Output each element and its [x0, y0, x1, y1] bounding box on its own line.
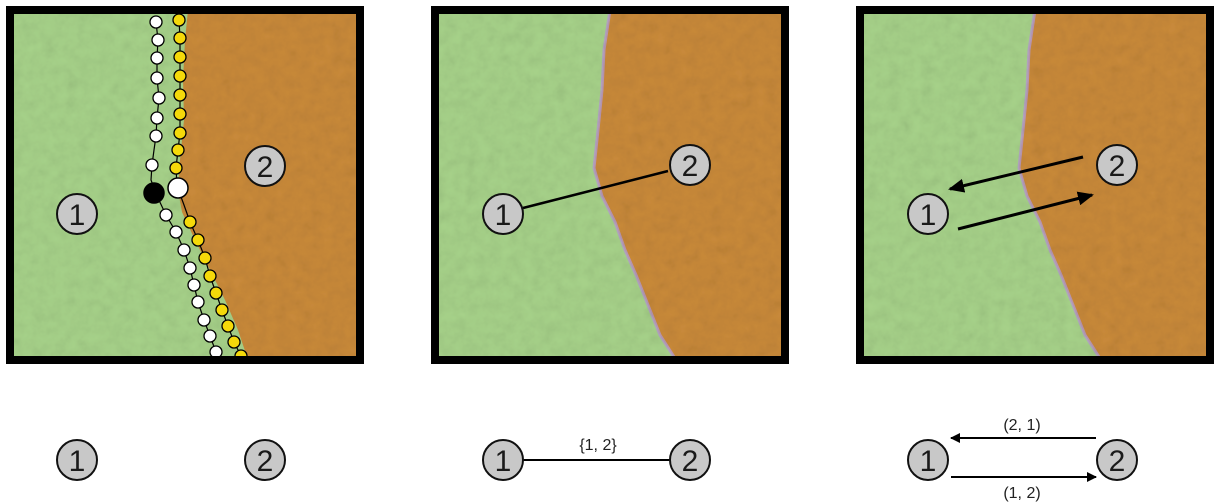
region-node-2: 2 — [1096, 144, 1138, 186]
highlighted-pixel-black — [143, 182, 165, 204]
region-adjacency-edge — [522, 169, 669, 210]
graph-node-2: 2 — [1096, 439, 1138, 481]
svg-text:2: 2 — [682, 150, 699, 183]
region-node-2: 2 — [669, 144, 711, 186]
graph-edge-label: {1, 2} — [579, 437, 617, 454]
region-node-1: 1 — [907, 193, 949, 235]
boundary-fringe — [592, 10, 678, 360]
svg-text:1: 1 — [920, 445, 937, 478]
svg-text:1: 1 — [495, 445, 512, 478]
graph-node-1: 1 — [56, 439, 98, 481]
graph-edge-label-2-1: (2, 1) — [1003, 417, 1040, 434]
svg-text:1: 1 — [69, 445, 86, 478]
svg-text:1: 1 — [495, 199, 512, 232]
graph-edge-label-1-2: (1, 2) — [1003, 485, 1040, 502]
svg-text:2: 2 — [682, 445, 699, 478]
svg-text:1: 1 — [920, 199, 937, 232]
region-node-1: 1 — [56, 193, 98, 235]
graph-node-1: 1 — [907, 439, 949, 481]
svg-text:2: 2 — [1109, 445, 1126, 478]
directed-edge-2-to-1 — [948, 155, 1084, 193]
region-node-2: 2 — [244, 145, 286, 187]
raster-panel: 1 2 1 2 — [6, 6, 364, 481]
directed-edge-1-to-2 — [957, 191, 1094, 231]
region-node-1: 1 — [482, 193, 524, 235]
directed-panel: 1 2 (2, 1) (1, 2) 1 2 — [856, 6, 1214, 502]
graph-node-2: 2 — [244, 439, 286, 481]
svg-text:2: 2 — [257, 151, 274, 184]
panel-frame — [6, 6, 364, 364]
undirected-panel: 1 2 {1, 2} 1 2 — [431, 6, 789, 481]
svg-text:2: 2 — [1109, 150, 1126, 183]
svg-text:1: 1 — [69, 199, 86, 232]
panel-frame — [431, 6, 789, 364]
highlighted-pixel-white — [167, 177, 189, 199]
panel-frame — [856, 6, 1214, 364]
graph-node-1: 1 — [482, 439, 524, 481]
svg-text:2: 2 — [257, 445, 274, 478]
graph-node-2: 2 — [669, 439, 711, 481]
